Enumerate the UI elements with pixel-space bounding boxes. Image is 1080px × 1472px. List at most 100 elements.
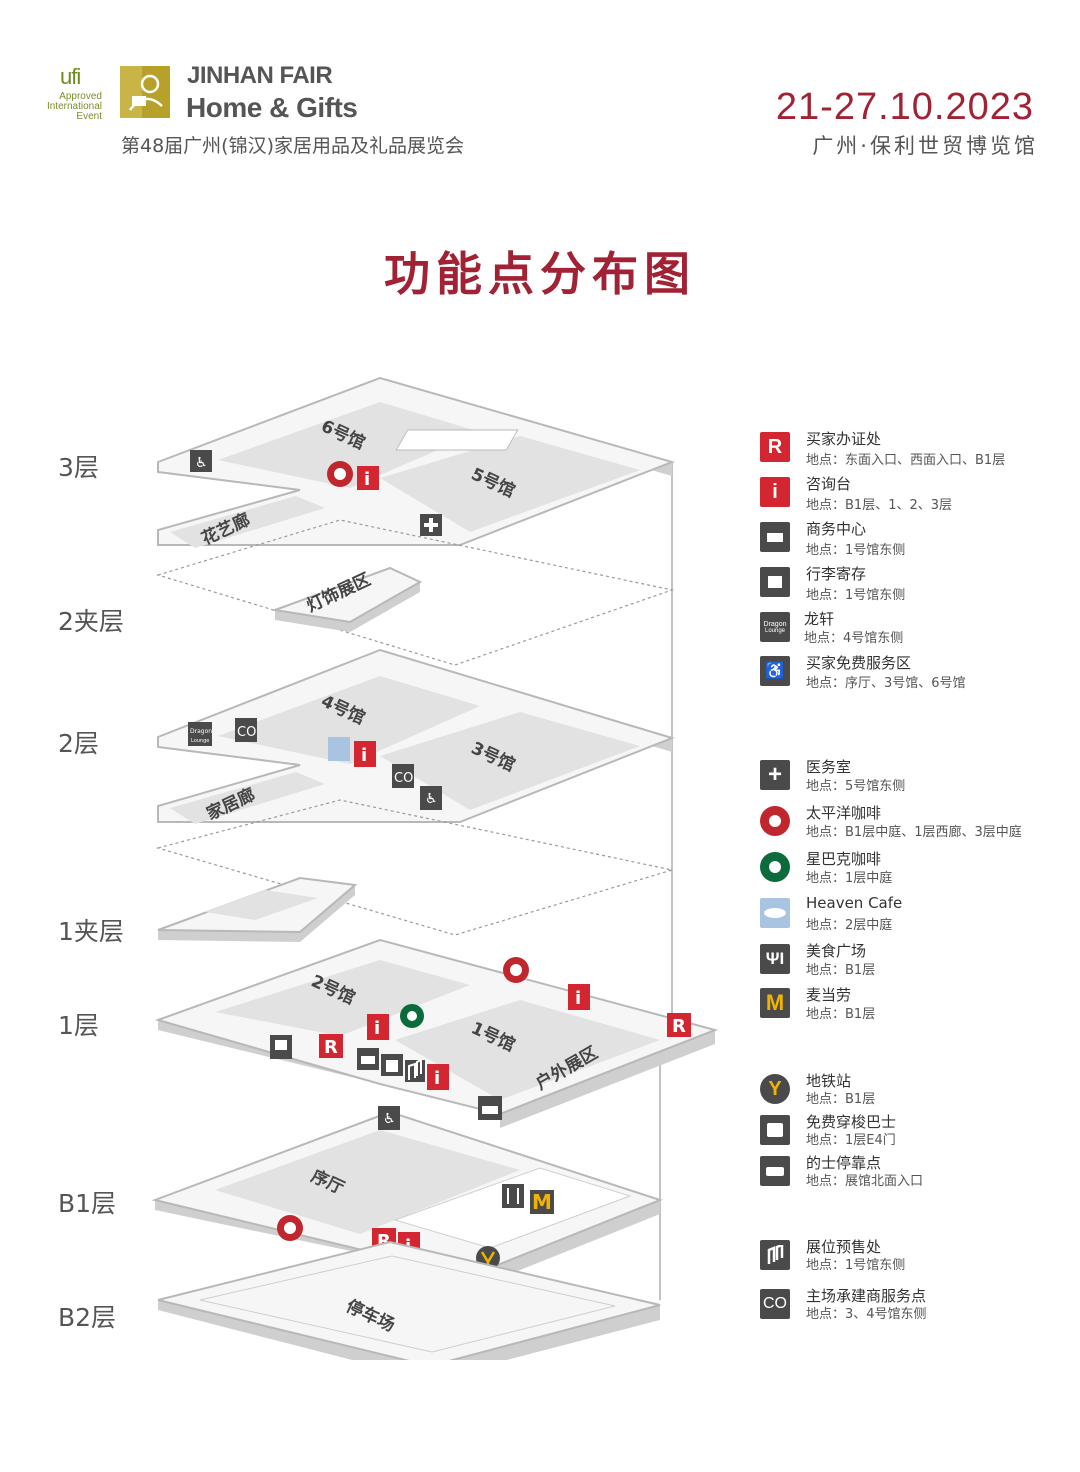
legend-location: 地点：B1层中庭、1层西廊、3层中庭 [806,825,1022,840]
buyer-service-icon: ♿ [420,786,442,810]
svg-text:♿: ♿ [383,1111,396,1127]
floor-1m [155,799,673,942]
co-icon: CO [235,718,257,742]
legend-name: 行李寄存 [806,565,867,583]
pacific-coffee-icon [277,1215,303,1241]
legend-co-icon: CO [760,1289,790,1319]
legend-info-icon: i [760,477,790,507]
legend-location: 地点：1号馆东侧 [806,543,906,558]
legend-location: 地点：1号馆东侧 [806,1258,906,1273]
taxi-icon [478,1096,502,1120]
legend-name: 龙轩 [804,610,835,628]
fair-venue: 广州·保利世贸博览馆 [812,134,1038,158]
legend-buyer-service-icon: ♿ [760,656,790,686]
svg-text:Dragon: Dragon [190,728,212,735]
registration-r-icon: R [319,1034,343,1058]
legend-name: 免费穿梭巴士 [806,1113,897,1131]
floor-label-2f: 2层 [58,729,99,758]
medical-icon [420,514,442,536]
legend-metro-icon: Y [760,1074,790,1104]
legend-location: 地点：B1层 [806,1092,876,1107]
legend-location: 地点：序厅、3号馆、6号馆 [806,676,966,691]
legend-taxi-icon [760,1156,790,1186]
svg-text:i: i [364,469,370,490]
legend-location: 地点：3、4号馆东侧 [806,1307,927,1322]
legend-name: 地铁站 [806,1072,852,1090]
svg-text:♿: ♿ [195,455,208,471]
page-title: 功能点分布图 [384,247,696,301]
booth-presale-icon [405,1058,425,1082]
legend-name: 商务中心 [806,520,867,538]
legend-medical-icon: + [760,760,790,790]
info-icon: i [568,984,590,1010]
info-icon: i [354,741,376,767]
business-center-icon [357,1048,379,1070]
legend-name: Heaven Cafe [806,894,903,912]
legend-name: 买家办证处 [806,430,882,448]
floor-label-1f: 1层 [58,1011,99,1040]
buyer-service-icon: ♿ [190,450,212,472]
legend-name: 太平洋咖啡 [806,804,882,822]
legend-name: 麦当劳 [806,986,852,1004]
svg-text:i: i [361,745,367,766]
legend-luggage-icon [760,567,790,597]
legend-business-center-icon [760,522,790,552]
svg-text:M: M [532,1190,552,1214]
svg-text:Lounge: Lounge [191,738,209,744]
legend-location: 地点：东面入口、西面入口、B1层 [806,453,1006,468]
info-icon: i [357,466,379,490]
legend-location: 地点：5号馆东侧 [806,779,906,794]
starbucks-icon [400,1004,424,1028]
legend-location: 地点：B1层 [806,1007,876,1022]
floor-map: .slab { fill:#f6f6f6; stroke:#b8b8b8; st… [151,376,719,1360]
legend-pacific-coffee-icon [760,806,790,836]
svg-text:i: i [434,1068,440,1089]
ufi-logo: ufi Approved International Event [38,62,102,124]
legend-location: 地点：展馆北面入口 [806,1174,924,1189]
svg-text:CO: CO [394,771,413,786]
co-icon: CO [392,764,414,788]
info-icon: i [367,1014,389,1040]
ufi-approved-text: Approved International Event [46,91,102,122]
legend-location: 地点：1层E4门 [806,1133,896,1148]
legend-booth-presale-icon [760,1240,790,1270]
legend-location: 地点：1号馆东侧 [806,588,906,603]
legend-starbucks-icon [760,852,790,882]
svg-text:i: i [575,988,581,1009]
floor-b2: 停车场 [157,1240,661,1360]
svg-text:R: R [324,1037,338,1058]
legend-name: 星巴克咖啡 [806,850,882,868]
legend-mcdonalds-icon: M [760,988,790,1018]
fair-name: 第48届广州(锦汉)家居用品及礼品展览会 [121,135,465,157]
legend-name: 医务室 [806,758,852,776]
svg-text:♿: ♿ [425,791,438,807]
floor-label-1m: 1夹层 [58,917,124,946]
brand-title: JINHAN FAIR [187,62,333,89]
floor-label-b2: B2层 [58,1303,117,1332]
floor-1f: 2号馆 1号馆 户外展区 i R i R i [154,938,719,1128]
fair-dates: 21-27.10.2023 [775,86,1034,128]
legend-name: 主场承建商服务点 [806,1287,927,1305]
legend-name: 的士停靠点 [806,1154,882,1172]
floor-label-2m: 2夹层 [58,607,124,636]
legend-location: 地点：1层中庭 [806,871,893,886]
heaven-cafe-icon [328,737,350,761]
svg-text:i: i [374,1018,380,1039]
mcdonalds-icon: M [530,1190,554,1214]
legend-food-court-icon: ΨI [760,944,790,974]
shuttle-bus-icon [270,1035,292,1059]
pacific-coffee-icon [327,461,353,487]
legend-name: 咨询台 [806,475,852,493]
food-court-icon [502,1184,524,1208]
registration-r-icon: R [667,1013,691,1037]
legend-location: 地点：B1层、1、2、3层 [806,498,953,513]
svg-text:R: R [672,1016,686,1037]
floor-3f: 6号馆 5号馆 花艺廊 ♿ i [157,376,676,550]
legend-name: 美食广场 [806,942,867,960]
brand-subtitle: Home & Gifts [186,92,358,123]
svg-text:CO: CO [237,725,256,740]
pacific-coffee-icon [503,957,529,983]
